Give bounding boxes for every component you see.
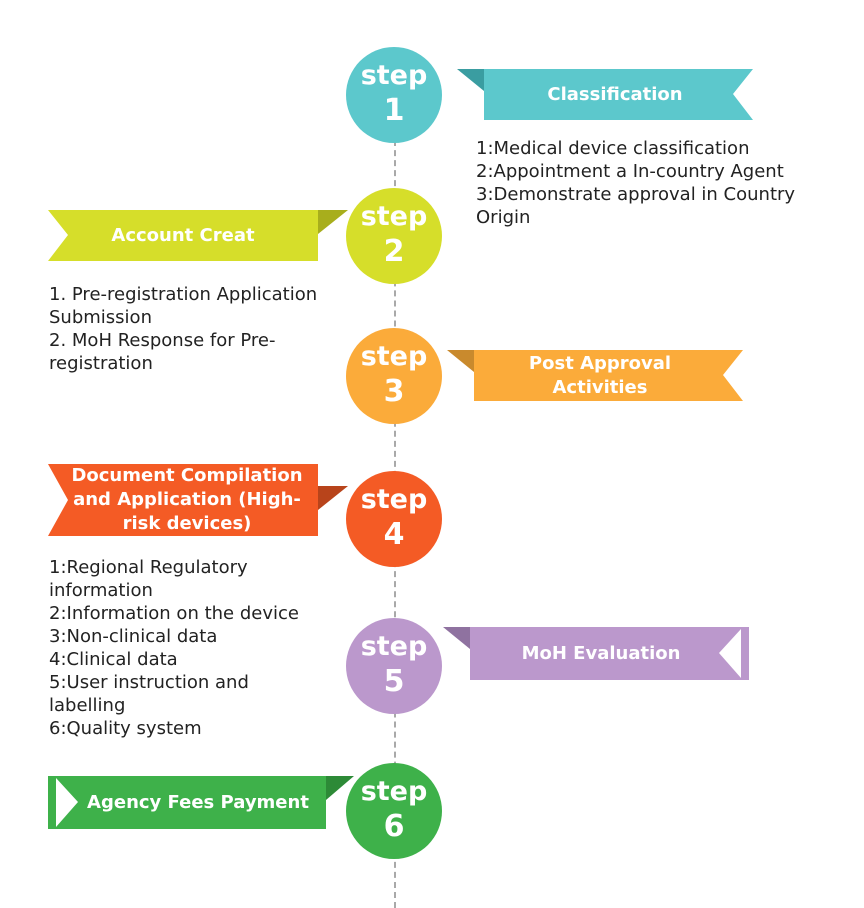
step-1-item-2: 2:Appointment a In-country Agent [476,161,784,182]
step-1-item-3: 3:Demonstrate approval in Country Origin [476,184,796,228]
step-4-item-4: 4:Clinical data [49,649,178,670]
step-2-circle: step 2 [346,188,442,284]
step-5-number: 5 [383,664,405,699]
step-1-number: 1 [383,93,405,128]
step-5-ribbon-label: MoH Evaluation [521,642,681,664]
step-4-ribbon: Document Compilation and Application (Hi… [48,464,348,536]
step-3-ribbon-label: Post Approval Activities [528,352,672,398]
step-5-ribbon: MoH Evaluation [443,627,749,680]
step-1-ribbon-shape [457,69,753,120]
step-1-description: 1:Medical device classification 2:Appoin… [476,137,816,229]
step-5-ribbon-shape [443,627,749,680]
step-6-word: step [360,776,428,807]
step-4-circle: step 4 [346,471,442,567]
step-1-item-1: 1:Medical device classification [476,138,750,159]
step-5-word: step [360,631,428,662]
step-1-ribbon: Classification [457,69,753,120]
step-3-circle: step 3 [346,328,442,424]
step-3-ribbon: Post Approval Activities [447,350,743,401]
step-2-word: step [360,201,428,232]
step-2-item-2: 2. MoH Response for Pre-registration [49,330,276,374]
step-3-number: 3 [383,374,405,409]
step-4-description: 1:Regional Regulatory information 2:Info… [49,556,329,740]
step-6-ribbon: Agency Fees Payment [48,776,354,829]
step-4-item-2: 2:Information on the device [49,603,299,624]
step-4-item-1: 1:Regional Regulatory information [49,557,248,601]
step-6-number: 6 [383,809,405,844]
step-3-ribbon-shape [447,350,743,401]
step-2-item-1: 1. Pre-registration Application Submissi… [49,284,318,328]
step-4-item-5: 5:User instruction and labelling [49,672,249,716]
step-2-ribbon-shape [48,210,348,261]
step-4-number: 4 [383,517,405,552]
step-6-ribbon-label: Agency Fees Payment [87,791,309,813]
step-6-circle: step 6 [346,763,442,859]
step-1-ribbon-label: Classification [547,83,683,105]
step-2-number: 2 [383,234,405,269]
step-4-word: step [360,484,428,515]
step-4-item-6: 6:Quality system [49,718,202,739]
step-4-item-3: 3:Non-clinical data [49,626,218,647]
step-6-ribbon-shape [48,776,354,829]
step-3-word: step [360,341,428,372]
step-4-ribbon-label: Document Compilation and Application (Hi… [71,465,303,534]
step-2-ribbon: Account Creat [48,210,348,261]
step-2-ribbon-label: Account Creat [111,224,255,246]
step-5-circle: step 5 [346,618,442,714]
step-2-description: 1. Pre-registration Application Submissi… [49,283,339,375]
step-4-ribbon-shape [48,464,348,536]
step-1-circle: step 1 [346,47,442,143]
step-1-word: step [360,60,428,91]
